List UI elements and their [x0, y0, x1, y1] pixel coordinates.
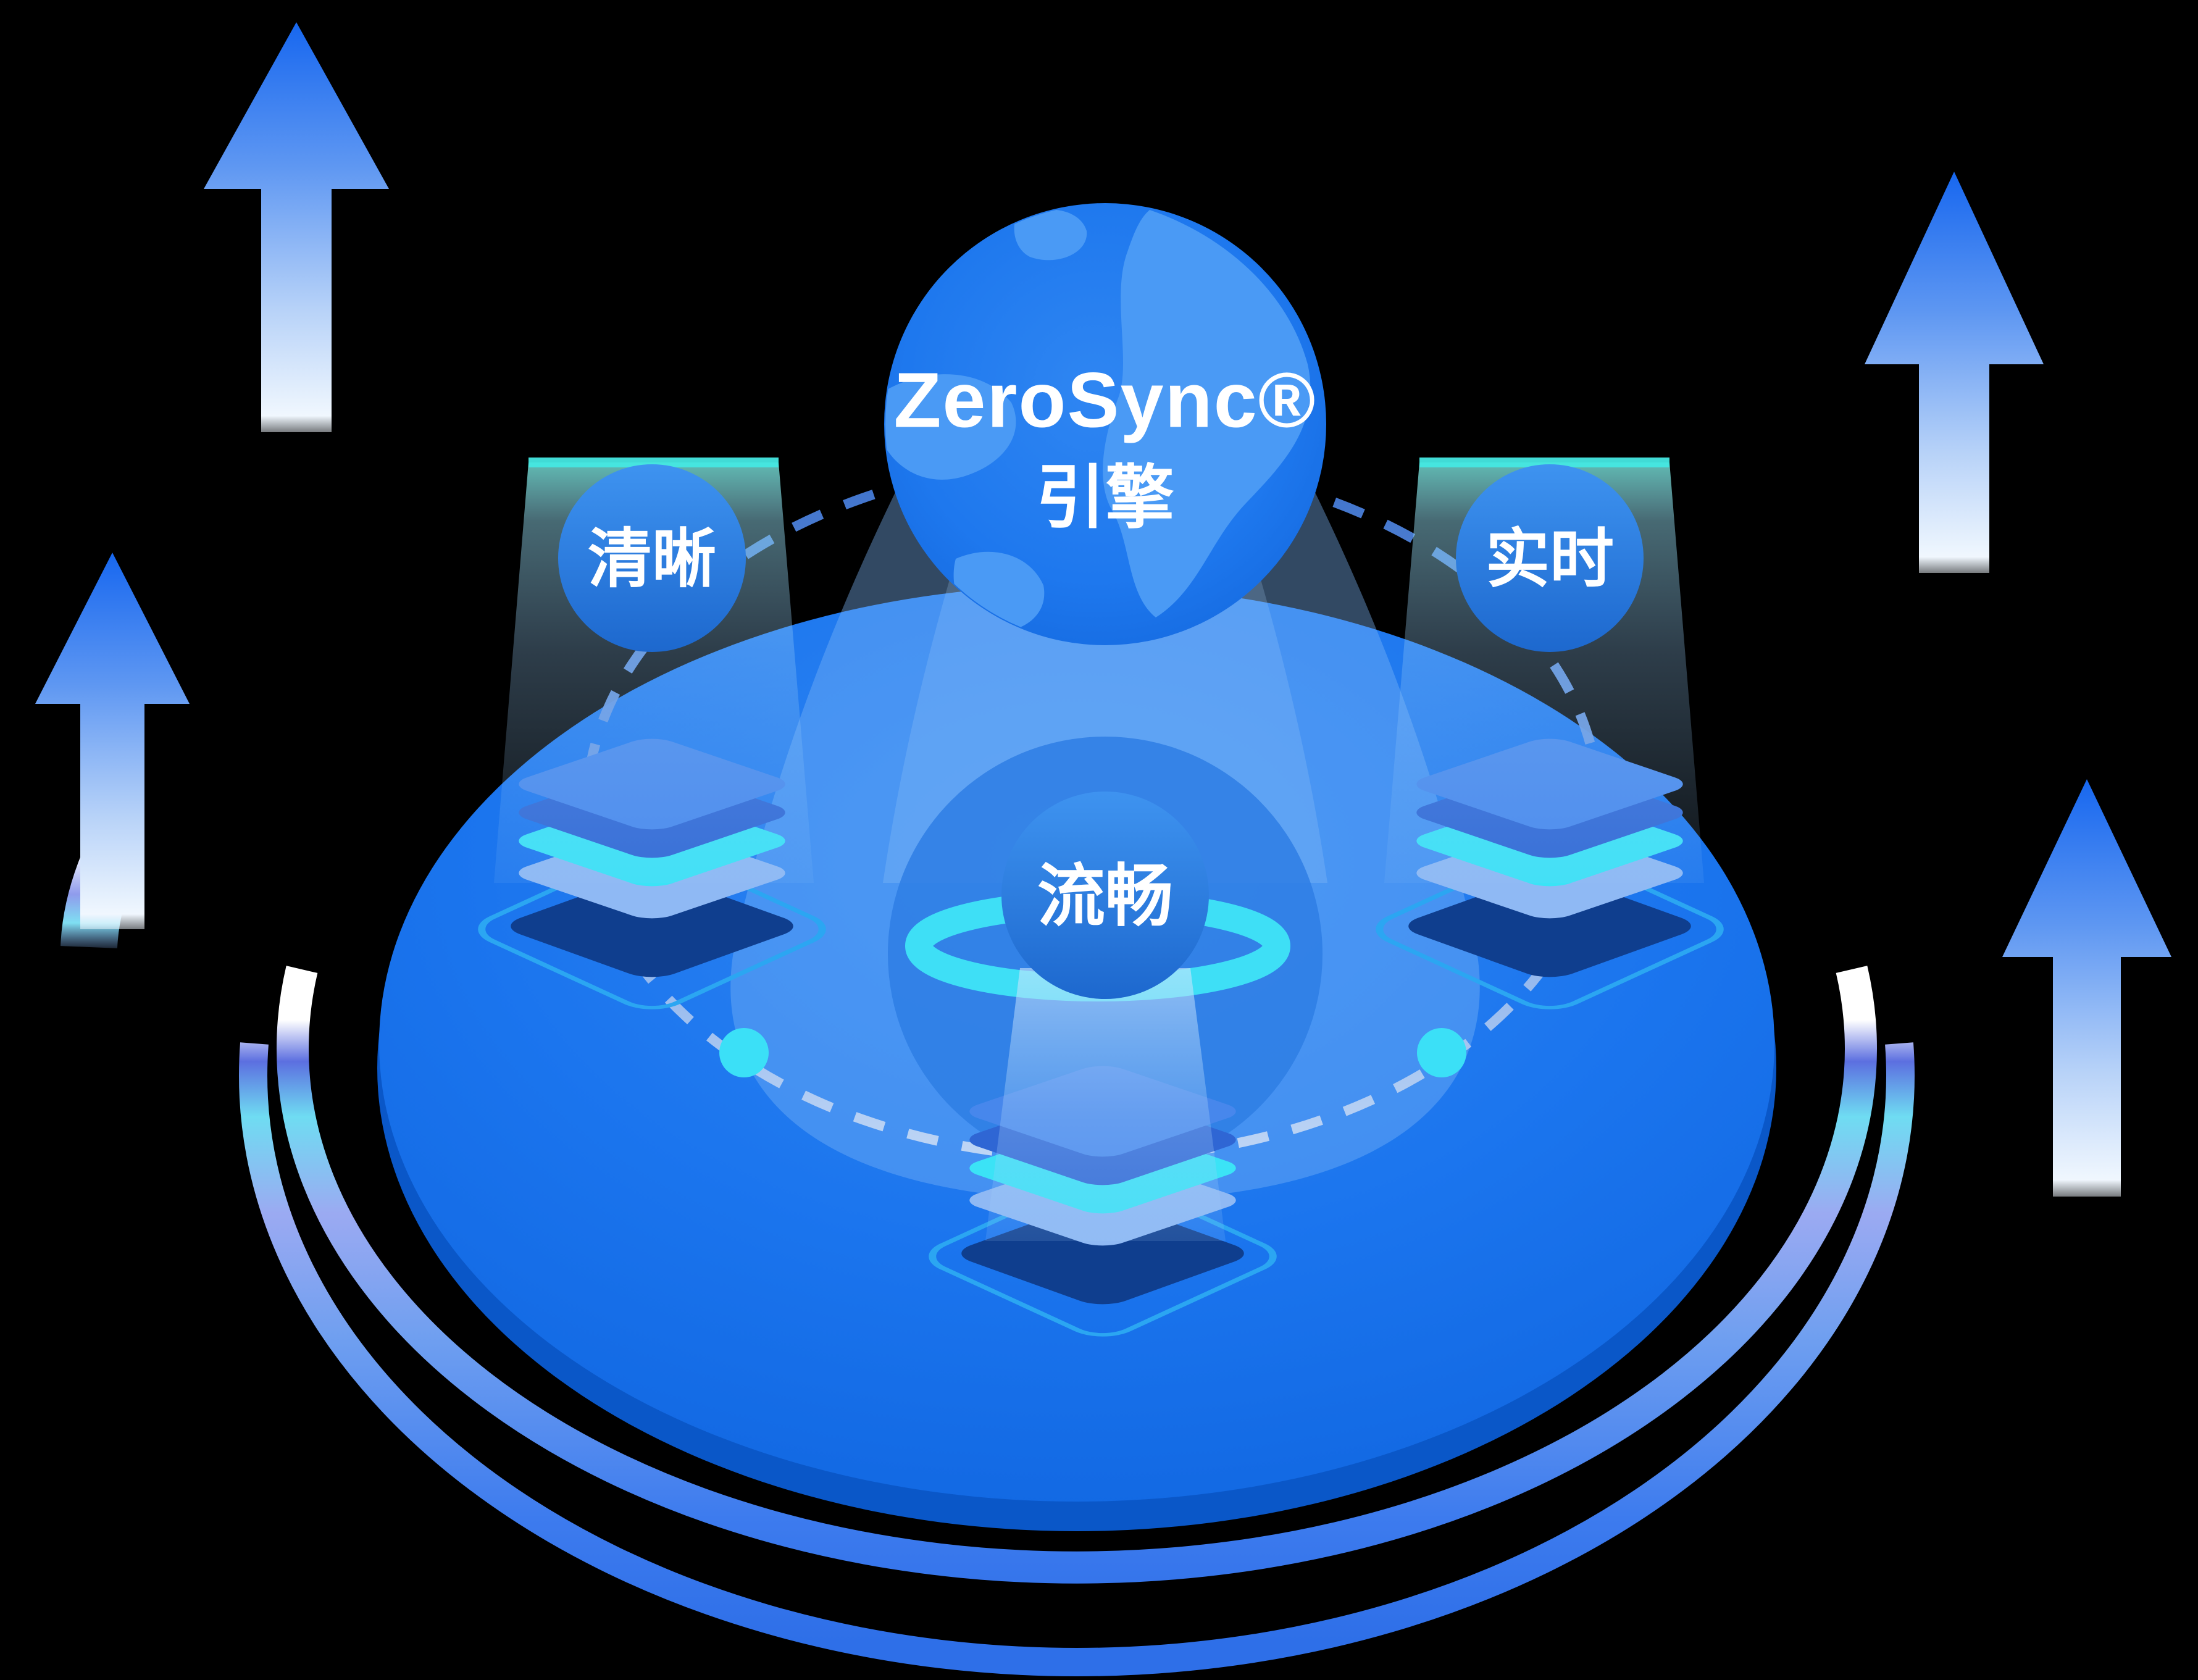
- orbit-node-dot-right: [1417, 1028, 1466, 1077]
- badge-bottom-circle: [1001, 792, 1209, 999]
- growth-arrow-icon-top-left: [204, 22, 389, 432]
- continent-top: [1014, 209, 1087, 261]
- inner-halo-arc: [277, 966, 1877, 1584]
- growth-arrow-icon-top-right: [1865, 172, 2044, 573]
- orbit-node-dot-left: [719, 1028, 769, 1077]
- globe-continents: [885, 209, 1311, 632]
- continent-large: [1103, 210, 1311, 617]
- beam-center: [985, 968, 1226, 1241]
- globe: ZeroSync® 引擎: [884, 203, 1326, 645]
- growth-arrow-icon-right: [2002, 779, 2171, 1197]
- badge-right-circle: [1456, 464, 1644, 652]
- badge-left-label: 清晰: [588, 524, 716, 595]
- badge-bottom-label: 流畅: [1037, 859, 1173, 935]
- beam-left-edge: [529, 458, 779, 467]
- globe-subtitle: 引擎: [1036, 459, 1174, 537]
- globe-title: ZeroSync®: [893, 357, 1316, 444]
- outer-halo-arc: [239, 1042, 1915, 1676]
- beam-right-edge: [1419, 458, 1669, 467]
- badge-right-label: 实时: [1486, 524, 1614, 595]
- badge-left-circle: [558, 464, 746, 652]
- growth-arrow-icon-left: [35, 553, 190, 929]
- continent-left: [885, 374, 1016, 480]
